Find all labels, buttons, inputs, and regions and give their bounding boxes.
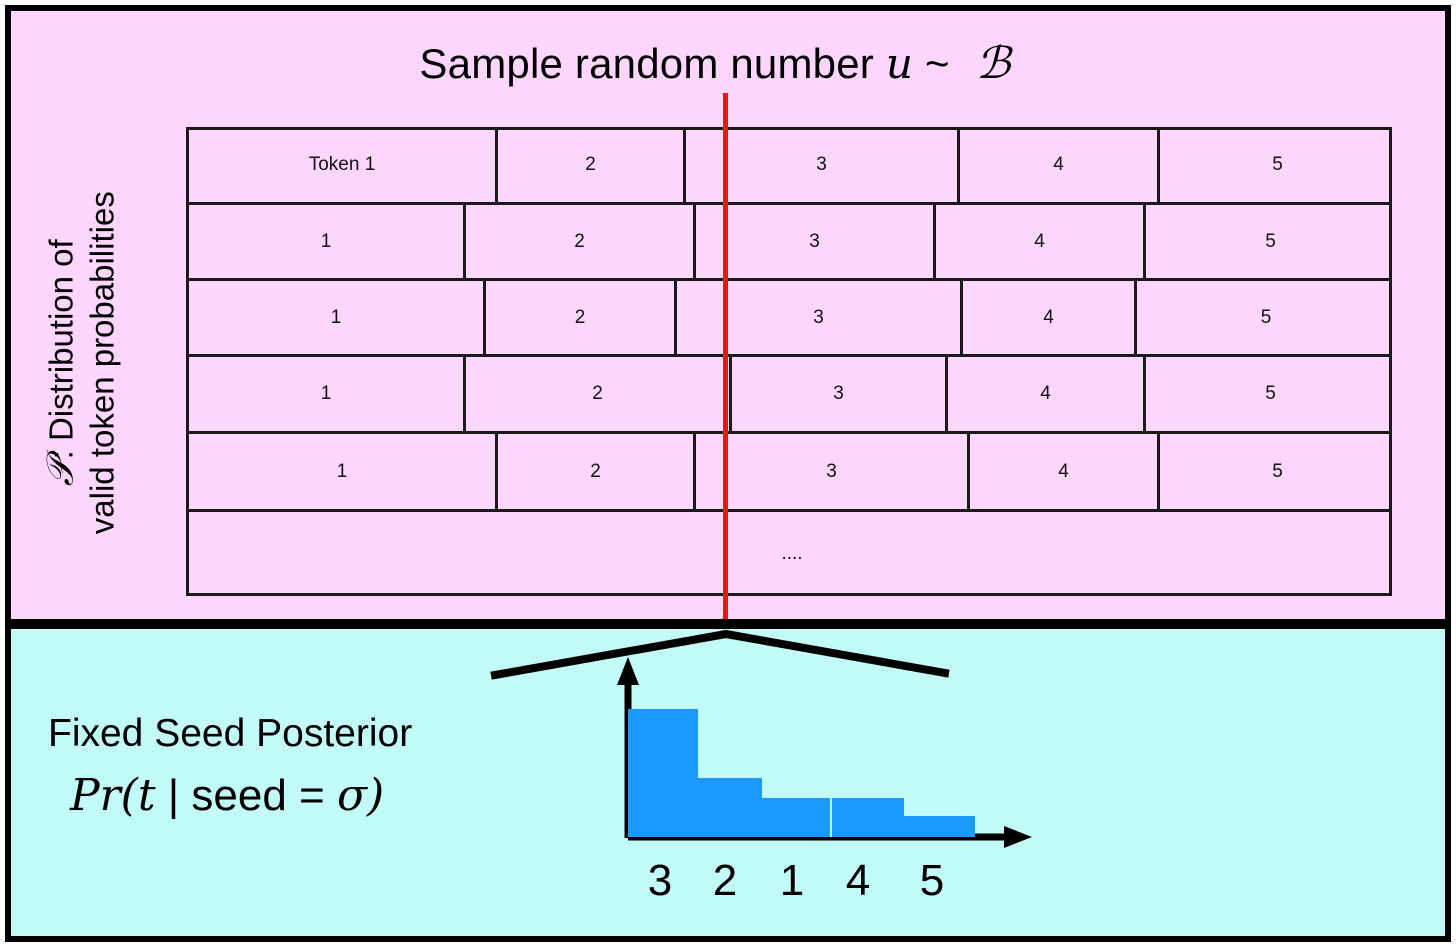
table-cell: 3	[696, 205, 936, 278]
histogram-bar	[698, 778, 762, 837]
posterior-label: Fixed Seed Posterior	[48, 712, 413, 755]
histogram-tick-label: 3	[647, 856, 673, 905]
formula-sigma: σ	[336, 770, 368, 821]
histogram-bar	[831, 798, 904, 837]
x-axis-arrowhead	[1004, 826, 1032, 848]
table-cell: 3	[686, 127, 960, 202]
table-cell: 5	[1260, 306, 1272, 328]
formula-close-paren: )	[367, 770, 385, 821]
funnel-lines	[490, 629, 950, 680]
title-prefix: Sample random number	[419, 40, 886, 87]
sample-random-number-line	[723, 93, 728, 638]
table-cell: 4	[960, 127, 1160, 202]
histogram-bar	[904, 816, 975, 837]
table-row: ....	[189, 512, 1389, 596]
formula-equals: =	[286, 771, 337, 820]
outer-frame	[5, 5, 1451, 942]
table-cell: 5	[1272, 153, 1283, 175]
table-cell: 3	[732, 357, 948, 431]
title-variable-u: u	[885, 39, 914, 88]
formula-t: t	[137, 770, 156, 821]
table-cell: 4	[963, 281, 1137, 354]
histogram-tick-label: 2	[712, 856, 738, 905]
table-cell: 2	[498, 127, 686, 202]
title-distribution-symbol: ℬ	[961, 38, 1011, 89]
table-cell: 1	[189, 205, 466, 278]
table-cell: 5	[1272, 460, 1283, 482]
table-cell: 3	[696, 434, 970, 509]
table-cell: 4	[936, 205, 1146, 278]
histogram-bars	[628, 709, 975, 837]
table-cell: 2	[486, 281, 677, 354]
table-cell: 2	[466, 205, 696, 278]
title-relation: ~	[913, 40, 962, 87]
histogram-tick-label: 5	[919, 856, 945, 905]
table-cell: 1	[189, 357, 466, 431]
table-cell: 1	[189, 434, 498, 509]
formula-seed: seed	[191, 771, 287, 820]
panel-divider	[11, 619, 1445, 629]
formula-conditional-bar: |	[155, 771, 192, 820]
table-cell: 4	[970, 434, 1160, 509]
histogram-tick-label: 4	[845, 856, 871, 905]
posterior-histogram	[490, 629, 1032, 848]
table-cell: 3	[677, 281, 963, 354]
histogram-bar	[762, 798, 831, 837]
histogram-tick-label: 1	[779, 856, 805, 905]
histogram-bar	[628, 709, 698, 837]
formula-open-paren: (	[120, 770, 138, 821]
table-cell: 5	[1265, 230, 1276, 252]
page-title: Sample random number u ~ ℬ	[240, 38, 1190, 89]
y-axis-arrowhead	[617, 657, 639, 685]
table-cell: 4	[948, 357, 1146, 431]
formula-pr: Pr	[70, 770, 121, 821]
table-cell: 5	[1265, 383, 1276, 404]
table-cell: 2	[498, 434, 696, 509]
table-cell: 2	[466, 357, 732, 431]
table-cell: Token 1	[189, 127, 498, 202]
posterior-formula: Pr(t | seed = σ)	[70, 770, 384, 821]
table-cell: 1	[189, 281, 486, 354]
table-cell-ellipsis: ....	[781, 543, 803, 564]
